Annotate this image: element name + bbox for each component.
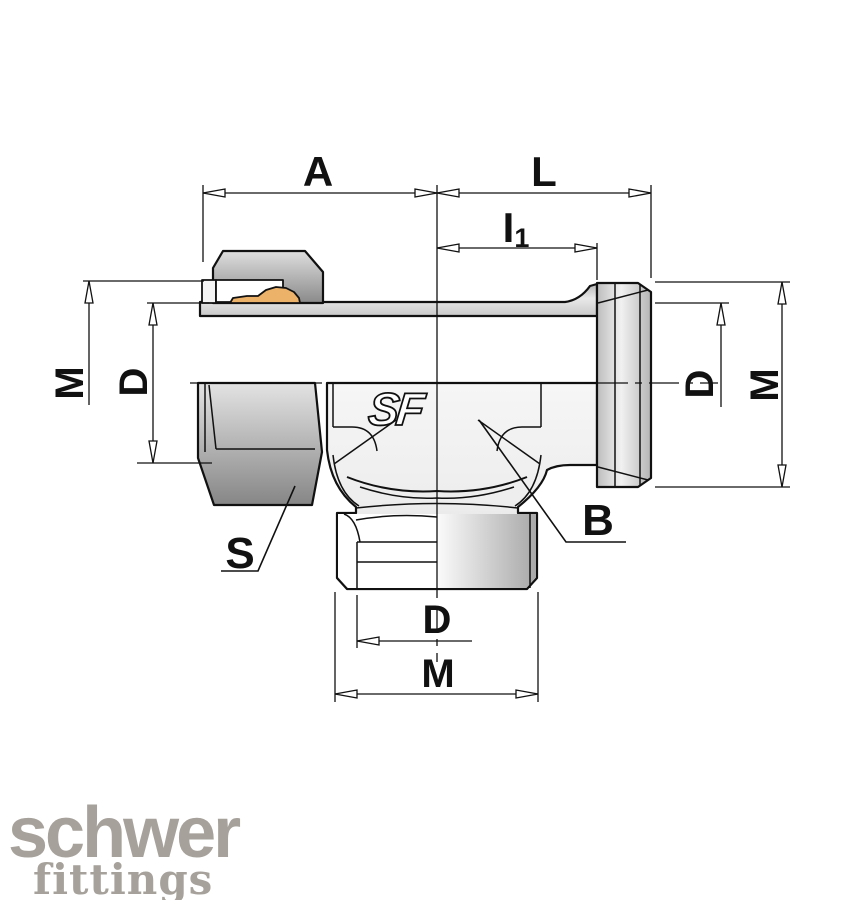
branch-thread-external: [437, 514, 536, 588]
dim-label-m-bottom: M: [421, 652, 454, 696]
leader-b: [478, 419, 626, 543]
nut-rear-flange: [201, 279, 217, 304]
arrowhead: [777, 464, 787, 488]
arrowhead: [515, 689, 539, 699]
dim-label-l: L: [531, 148, 557, 195]
arrowhead: [334, 689, 358, 699]
arrowhead: [628, 188, 652, 198]
female-swivel-end: [595, 281, 653, 489]
sf-body-logo: SF: [366, 383, 429, 435]
arrowhead: [148, 302, 158, 326]
arrowhead: [436, 188, 460, 198]
callout-label-b: B: [582, 496, 614, 545]
dim-label-d-left: D: [112, 368, 156, 397]
dim-label-m-left: M: [48, 366, 92, 399]
tee-fitting: [196, 249, 653, 591]
arrowhead: [356, 636, 380, 646]
swivel-end-detail: [597, 284, 649, 486]
arrowhead: [777, 281, 787, 305]
arrowhead: [574, 243, 598, 253]
dim-label-a: A: [303, 148, 333, 195]
brand-name: schwer: [8, 793, 240, 873]
arrowhead: [716, 302, 726, 326]
leader-s: [221, 485, 296, 572]
dim-label-m-right: M: [743, 368, 787, 401]
arrowhead: [202, 188, 226, 198]
callout-leaders: [221, 419, 626, 572]
brand-sub: fittings: [33, 855, 213, 900]
callout-label-s: S: [225, 529, 254, 578]
arrowhead: [148, 440, 158, 464]
body-detail-lines: [332, 383, 542, 588]
centerlines: [190, 185, 718, 662]
dimension-arrowheads: [84, 188, 787, 699]
dim-label-d-right: D: [678, 370, 722, 399]
dim-label-i1: I1: [503, 204, 530, 253]
arrowhead: [414, 188, 438, 198]
branch-thread-section: [338, 514, 437, 588]
nut-hex-edges: [204, 383, 315, 452]
compression-nut-bottom: [196, 381, 324, 507]
extension-lines: [83, 185, 790, 702]
arrowhead: [84, 280, 94, 304]
dim-label-d-bottom: D: [423, 598, 452, 642]
cutting-ring-ferrule: [229, 286, 301, 304]
brand-logo: schwer fittings: [8, 793, 243, 900]
arrowhead: [436, 243, 460, 253]
